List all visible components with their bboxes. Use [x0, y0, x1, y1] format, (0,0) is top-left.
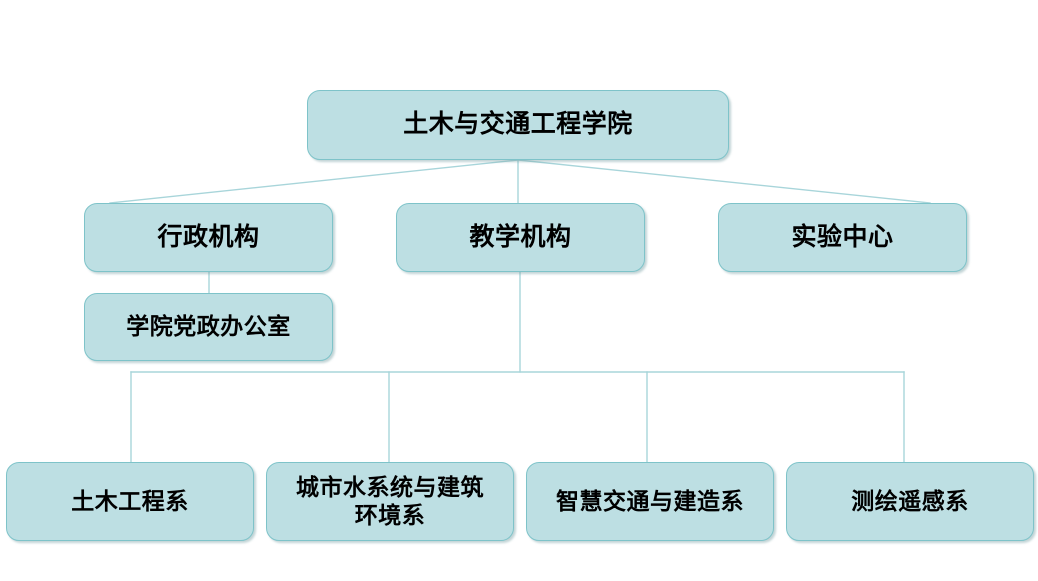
node-root-label: 土木与交通工程学院: [403, 111, 633, 139]
node-teaching[interactable]: 教学机构: [396, 203, 645, 272]
node-admin[interactable]: 行政机构: [84, 203, 333, 272]
node-party-admin-office[interactable]: 学院党政办公室: [84, 293, 333, 361]
node-party-admin-office-label: 学院党政办公室: [126, 314, 291, 340]
node-lab-label: 实验中心: [791, 223, 894, 251]
node-dept-urban-water-building-environment-label: 城市水系统与建筑 环境系: [296, 475, 484, 528]
node-dept-smart-transportation-construction-label: 智慧交通与建造系: [556, 488, 744, 514]
node-dept-civil-engineering-label: 土木工程系: [71, 488, 189, 514]
node-admin-label: 行政机构: [157, 223, 260, 251]
node-dept-surveying-remote-sensing[interactable]: 测绘遥感系: [786, 462, 1034, 541]
node-teaching-label: 教学机构: [469, 223, 572, 251]
connector-root-to-lab: [517, 159, 931, 204]
node-dept-urban-water-building-environment[interactable]: 城市水系统与建筑 环境系: [266, 462, 514, 541]
node-dept-smart-transportation-construction[interactable]: 智慧交通与建造系: [526, 462, 774, 541]
node-dept-civil-engineering[interactable]: 土木工程系: [6, 462, 254, 541]
node-dept-surveying-remote-sensing-label: 测绘遥感系: [851, 488, 969, 514]
node-root[interactable]: 土木与交通工程学院: [307, 90, 729, 160]
connector-root-to-admin: [109, 159, 519, 204]
node-lab[interactable]: 实验中心: [718, 203, 967, 272]
